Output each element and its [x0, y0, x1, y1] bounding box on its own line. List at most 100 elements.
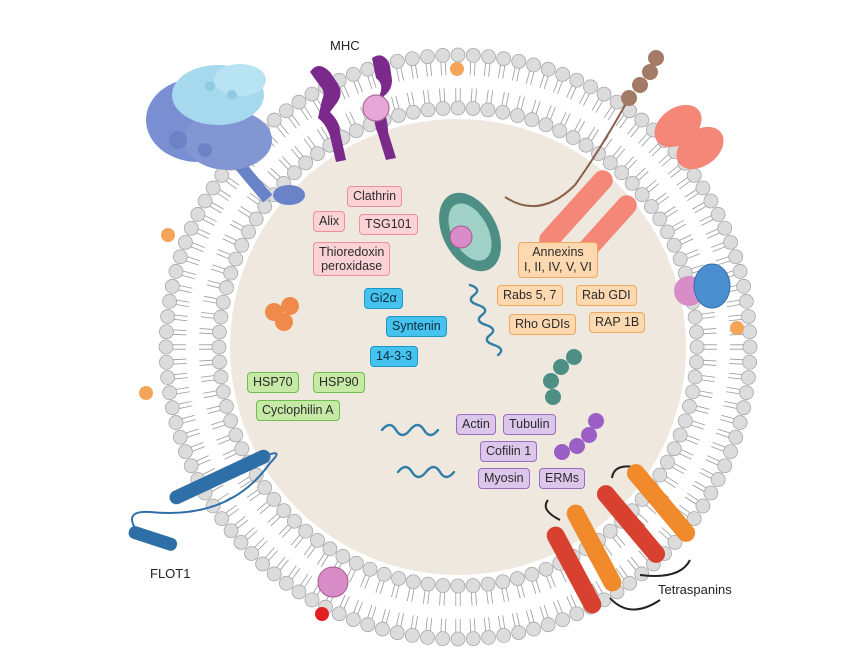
- cofilin1-tag: Cofilin 1: [480, 441, 538, 462]
- lipid-head: [234, 441, 250, 457]
- lipid-head: [278, 575, 294, 591]
- lipid-head: [465, 631, 481, 646]
- lipid-head: [223, 265, 239, 281]
- erms-tag: ERMs: [539, 468, 586, 489]
- lipid-head: [672, 427, 688, 443]
- lipid-head: [266, 112, 282, 128]
- hsp90-tag: HSP90: [313, 372, 365, 393]
- lipid-head: [214, 511, 230, 527]
- lipid-head: [291, 584, 307, 600]
- lipid-head: [322, 541, 338, 557]
- lipid-head: [481, 49, 496, 64]
- flot1-icon: [128, 449, 278, 551]
- lipid-head: [555, 66, 571, 82]
- lipid-head: [223, 523, 239, 539]
- rna-squiggle-icon: [380, 423, 440, 437]
- lipid-head: [480, 576, 496, 592]
- lipid-head: [742, 324, 757, 340]
- lipid-head: [686, 167, 702, 183]
- lipid-head: [524, 566, 540, 582]
- lipid-head: [634, 566, 650, 582]
- actin-tag: Actin: [456, 414, 496, 435]
- alix-tag: Alix: [313, 211, 346, 232]
- lipid-head: [404, 628, 420, 643]
- lipid-head: [450, 47, 466, 63]
- lipid-head: [257, 199, 273, 214]
- rho-gdis-tag: Rho GDIs: [509, 314, 576, 335]
- lipid-head: [255, 556, 271, 572]
- lipid-head: [689, 354, 704, 370]
- lipid-head: [736, 400, 752, 416]
- lipid-head: [159, 324, 174, 340]
- teal-bead-chain-icon: [543, 349, 582, 405]
- lipid-head: [160, 370, 175, 385]
- lipid-head: [689, 324, 704, 340]
- lipid-head: [266, 491, 282, 507]
- annexins-line1: Annexins: [532, 245, 584, 259]
- lipid-head: [389, 625, 405, 641]
- lipid-head: [177, 444, 193, 460]
- lipid-head: [732, 415, 748, 430]
- lipid-head: [622, 575, 638, 591]
- lipid-head: [172, 429, 188, 445]
- lipid-head: [465, 48, 481, 63]
- lipid-head: [583, 79, 598, 95]
- exosome-lumen: [230, 119, 686, 575]
- lipid-head: [742, 354, 757, 370]
- lipid-head: [404, 51, 420, 66]
- lipid-head: [405, 574, 421, 590]
- lipid-head: [183, 458, 199, 474]
- rap1b-tag: RAP 1B: [589, 312, 646, 333]
- lipid-head: [278, 103, 294, 119]
- lipid-head: [496, 51, 512, 66]
- lipid-head: [345, 612, 361, 628]
- vesicle-icon: [439, 192, 501, 272]
- lipid-head: [686, 511, 702, 527]
- rna-squiggle-icon: [396, 465, 456, 479]
- lipid-head: [435, 101, 451, 116]
- lipid-head: [266, 566, 282, 582]
- lipid-head: [732, 264, 748, 279]
- thioredoxin-line1: Thioredoxin: [319, 245, 385, 259]
- lipid-head: [391, 108, 406, 123]
- mhc-label: MHC: [330, 38, 360, 53]
- gi2a-tag: Gi2α: [364, 288, 403, 309]
- lipid-head: [723, 444, 739, 460]
- lipid-head: [660, 454, 675, 470]
- lipid-head: [164, 400, 180, 416]
- lipid-head: [695, 498, 711, 514]
- lipid-head: [495, 104, 511, 120]
- membrane-dot-red-bottom: [315, 607, 329, 621]
- membrane-protein-pink-bottom: [317, 566, 349, 598]
- lipid-head: [162, 385, 177, 401]
- lipid-head: [291, 94, 307, 110]
- lipid-head: [310, 146, 325, 162]
- lipid-head: [569, 72, 585, 88]
- flot1-label: FLOT1: [150, 566, 191, 581]
- lipid-head: [596, 86, 612, 102]
- lipid-head: [360, 61, 376, 77]
- lipid-head: [213, 369, 229, 385]
- lipid-head: [634, 187, 650, 203]
- membrane-dot-orange-right: [730, 321, 744, 335]
- lipid-head: [624, 175, 640, 191]
- lipid-head: [276, 503, 292, 519]
- lipid-head: [728, 429, 744, 445]
- lipid-head: [435, 578, 451, 593]
- bead-chain-icon: [504, 50, 664, 208]
- lipid-head: [212, 354, 227, 370]
- lipid-head: [348, 555, 364, 571]
- lipid-head: [162, 293, 177, 309]
- lipid-head: [159, 354, 174, 370]
- lipid-head: [739, 293, 754, 309]
- lipid-head: [578, 137, 594, 153]
- cyclophilin-a-tag: Cyclophilin A: [256, 400, 340, 421]
- tsg101-tag: TSG101: [359, 214, 418, 235]
- lipid-head: [345, 66, 361, 82]
- lipid-head: [689, 339, 705, 355]
- lipid-head: [667, 534, 683, 550]
- lipid-head: [450, 578, 466, 594]
- lipid-head: [450, 100, 466, 116]
- lipid-head: [710, 207, 726, 222]
- lipid-head: [223, 413, 239, 429]
